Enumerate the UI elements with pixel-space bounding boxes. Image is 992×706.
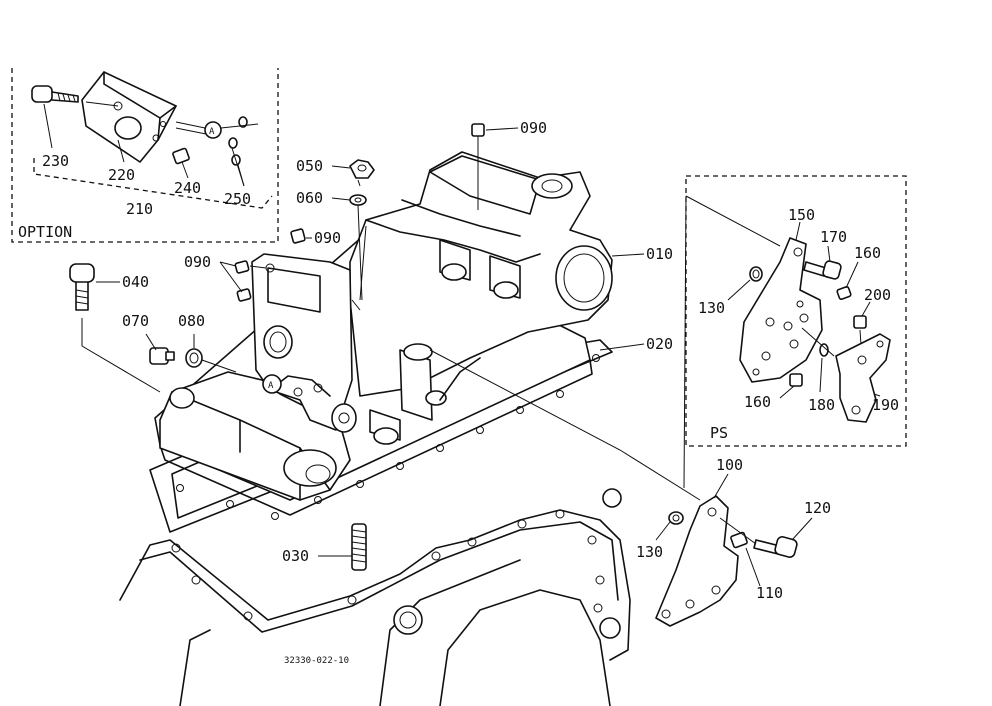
cylinder-case-010-icon: A	[154, 151, 613, 516]
part-label-130-lower: 130	[636, 543, 663, 561]
o-ring-180-icon	[819, 343, 829, 357]
o-ring-080-icon	[185, 348, 203, 368]
o-ring-250b-icon	[228, 137, 238, 149]
plug-160-lower-icon	[789, 373, 803, 387]
part-label-100: 100	[716, 456, 743, 474]
ps-assembly-group: PS	[683, 175, 907, 489]
callout-a-body	[262, 374, 282, 394]
bracket-190-icon	[835, 333, 891, 423]
part-label-130-upper: 130	[698, 299, 725, 317]
plug-090-left-a-icon	[234, 260, 250, 274]
plug-090-left-b-icon	[236, 288, 252, 302]
ps-box-label: PS	[710, 424, 728, 442]
plug-070-icon	[149, 347, 175, 365]
bolt-040-icon	[69, 263, 95, 311]
part-label-090-top: 090	[520, 119, 547, 137]
option-assembly-group: OPTION A	[11, 68, 279, 243]
group-210-bracket	[33, 158, 273, 209]
part-label-010: 010	[646, 245, 673, 263]
bolt-170-icon	[803, 260, 842, 280]
part-label-160-upper: 160	[854, 244, 881, 262]
plug-090-mid-icon	[290, 228, 306, 244]
cylinder-bore	[555, 245, 613, 311]
part-label-030: 030	[282, 547, 309, 565]
o-ring-250a-icon	[238, 116, 248, 128]
transmission-case-group	[119, 488, 631, 706]
part-label-040: 040	[122, 273, 149, 291]
case-bore-left	[393, 605, 423, 635]
part-label-060: 060	[296, 189, 323, 207]
valve-block-220-icon	[81, 71, 177, 163]
part-label-050: 050	[296, 157, 323, 175]
case-outline	[119, 509, 631, 661]
part-labels: 010 020 030 040 050 060 070 080 090 090 …	[96, 119, 899, 602]
plug-090-top-icon	[471, 123, 485, 137]
stud-030-icon	[351, 523, 367, 571]
part-label-170: 170	[820, 228, 847, 246]
plug-160-upper-icon	[836, 286, 852, 300]
callout-a-body-label: A	[268, 381, 274, 391]
set-screw-240-icon	[172, 147, 190, 165]
washer-060-icon	[349, 194, 367, 206]
part-label-080: 080	[178, 312, 205, 330]
part-label-250: 250	[224, 190, 251, 208]
o-ring-130-lower-icon	[668, 511, 684, 525]
drawing-number: 32330-022-10	[284, 656, 349, 666]
nut-050-icon	[349, 159, 375, 179]
part-label-090-mid: 090	[314, 229, 341, 247]
bolt-120-icon	[753, 536, 798, 558]
part-label-220: 220	[108, 166, 135, 184]
part-label-240: 240	[174, 179, 201, 197]
callout-a-option-label: A	[209, 127, 215, 137]
bracket-150-icon	[739, 237, 823, 383]
plug-200-icon	[853, 315, 867, 329]
plug-110-icon	[730, 531, 748, 549]
bracket-100-icon	[655, 495, 739, 627]
bolt-230-icon	[31, 85, 79, 103]
part-label-090-left: 090	[184, 253, 211, 271]
callout-a-option	[204, 121, 222, 139]
part-label-190: 190	[872, 396, 899, 414]
part-label-230: 230	[42, 152, 69, 170]
part-label-160-lower: 160	[744, 393, 771, 411]
case-plug-right-upper	[602, 488, 622, 508]
part-label-110: 110	[756, 584, 783, 602]
part-label-150: 150	[788, 206, 815, 224]
o-ring-130-upper-icon	[749, 266, 763, 282]
option-box-label: OPTION	[18, 223, 72, 241]
part-label-020: 020	[646, 335, 673, 353]
ps-box-border	[685, 175, 907, 447]
part-label-210: 210	[126, 200, 153, 218]
part-label-200: 200	[864, 286, 891, 304]
case-plug-right-lower	[599, 617, 621, 639]
part-label-070: 070	[122, 312, 149, 330]
part-label-180: 180	[808, 396, 835, 414]
part-label-120: 120	[804, 499, 831, 517]
option-box-border	[11, 68, 279, 243]
